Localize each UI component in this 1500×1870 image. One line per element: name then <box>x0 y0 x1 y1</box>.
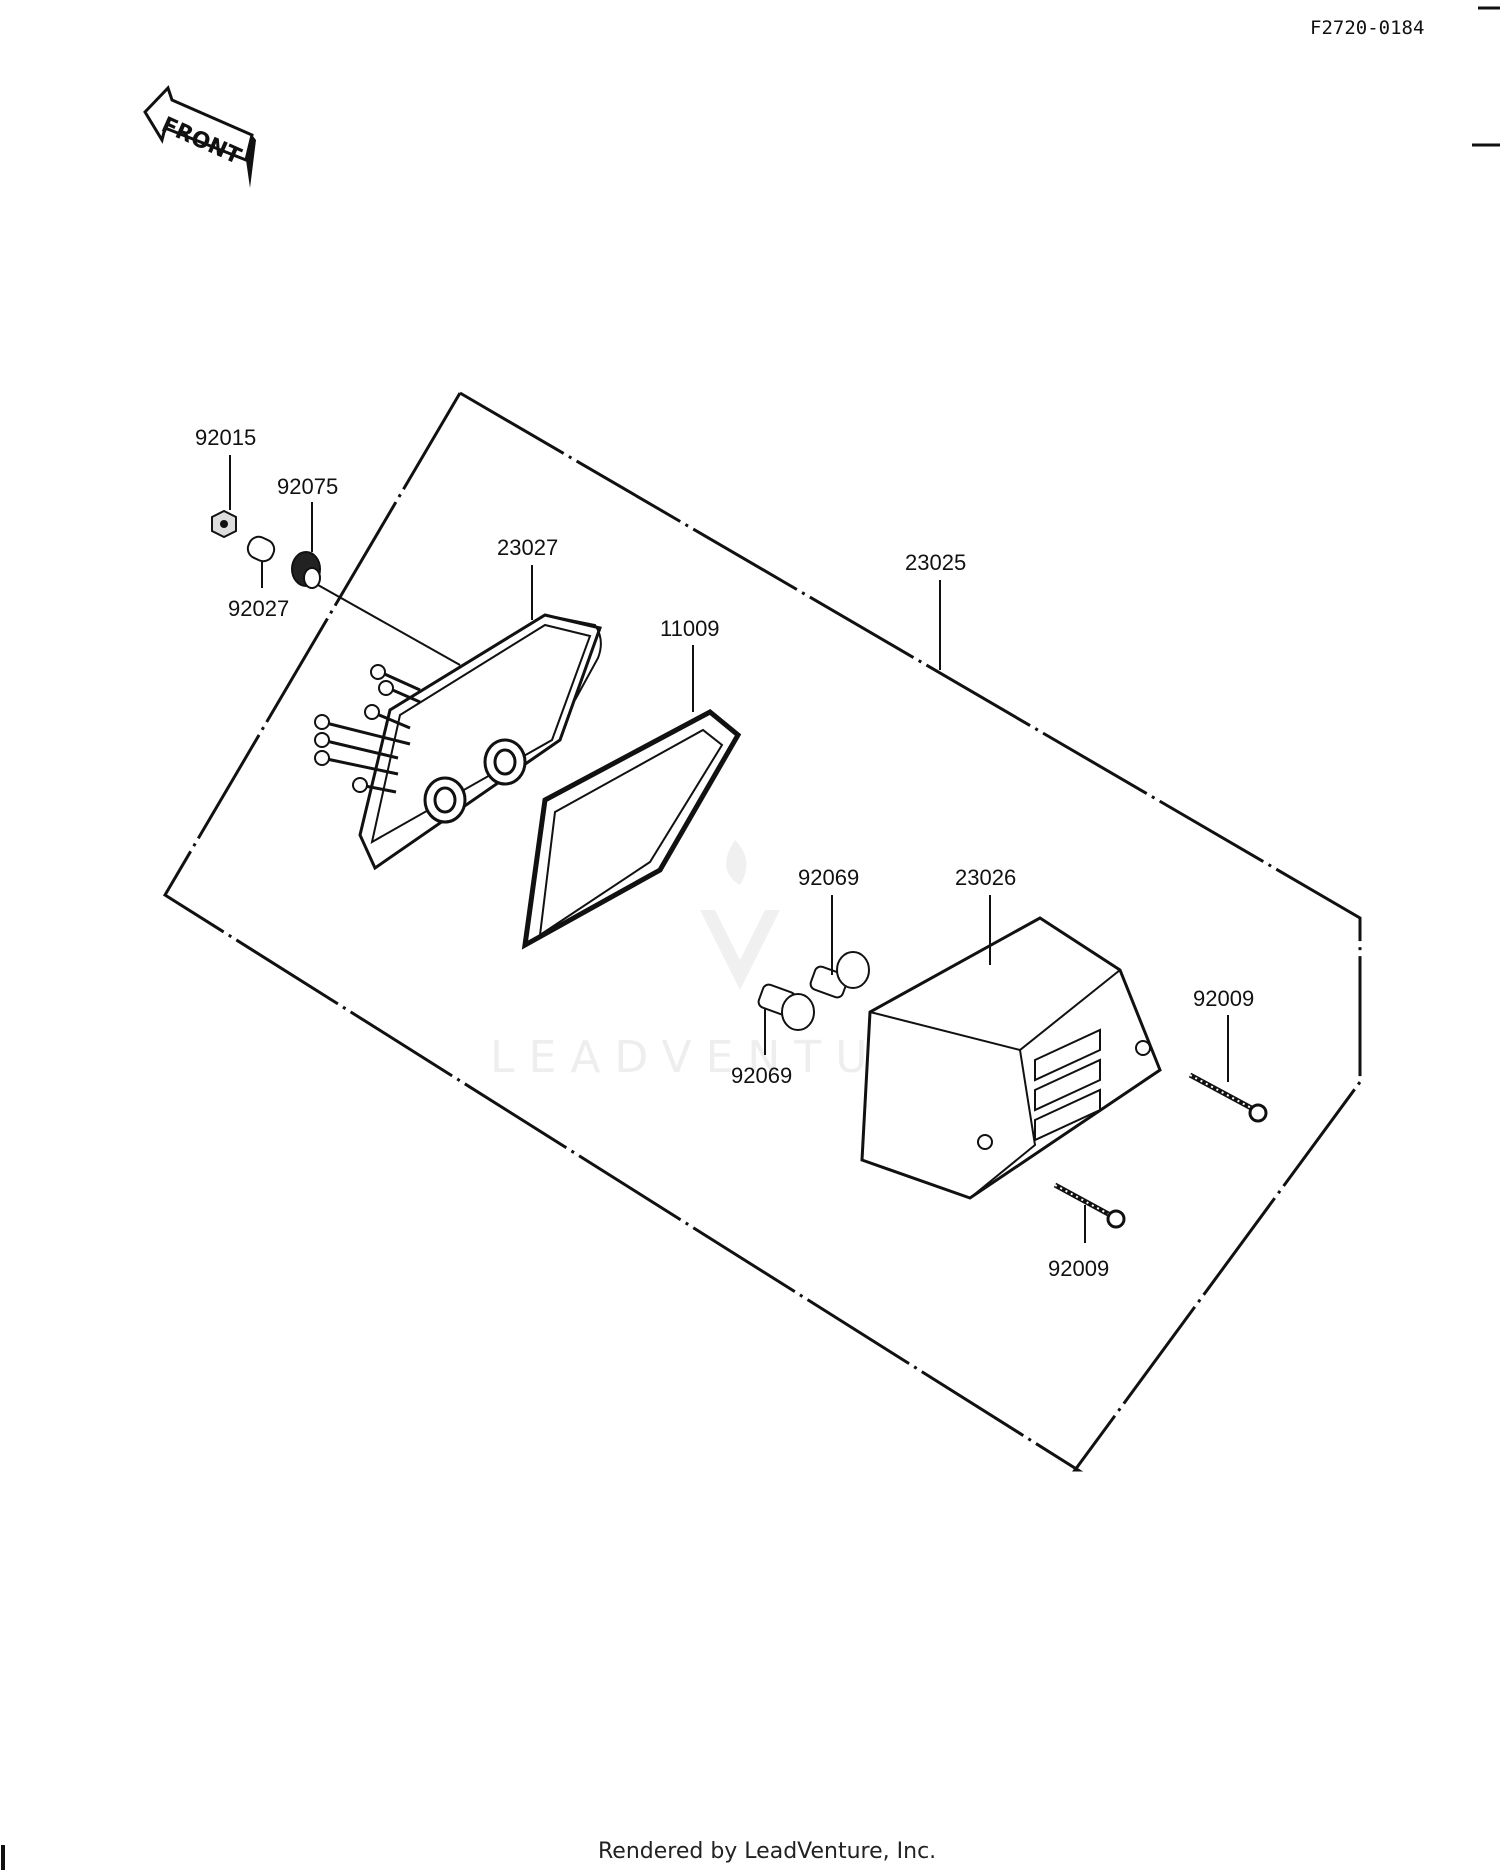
footer-credit: Rendered by LeadVenture, Inc. <box>598 1839 936 1864</box>
callout-gasket: 11009 <box>660 616 720 641</box>
alignment-line <box>317 584 461 666</box>
callout-base: 23027 <box>497 535 558 560</box>
grommet-part <box>291 551 321 589</box>
callout-screw-bottom: 92009 <box>1048 1256 1109 1281</box>
lamp-base-part <box>314 613 602 871</box>
callout-grommet: 92075 <box>277 474 338 499</box>
gasket-part <box>521 709 742 950</box>
callout-lens: 23026 <box>955 865 1016 890</box>
screw-right-part <box>1188 1072 1268 1123</box>
bulb-upper-part <box>809 951 870 999</box>
nut-part <box>211 509 237 539</box>
callout-bulb-upper: 92069 <box>798 865 859 890</box>
callout-screw-right: 92009 <box>1193 986 1254 1011</box>
screw-bottom-part <box>1053 1182 1126 1229</box>
bulb-lower-part <box>757 983 815 1031</box>
callout-nut: 92015 <box>195 425 256 450</box>
front-arrow-icon: FRONT <box>143 85 256 188</box>
callout-collar: 92027 <box>228 596 289 621</box>
drawing-code: F2720-0184 <box>1310 17 1424 39</box>
assembly-boundary <box>162 391 1362 1472</box>
collar-part <box>246 535 276 563</box>
lens-part <box>860 916 1162 1200</box>
callout-bulb-lower: 92069 <box>731 1063 792 1088</box>
callout-assembly: 23025 <box>905 550 966 575</box>
